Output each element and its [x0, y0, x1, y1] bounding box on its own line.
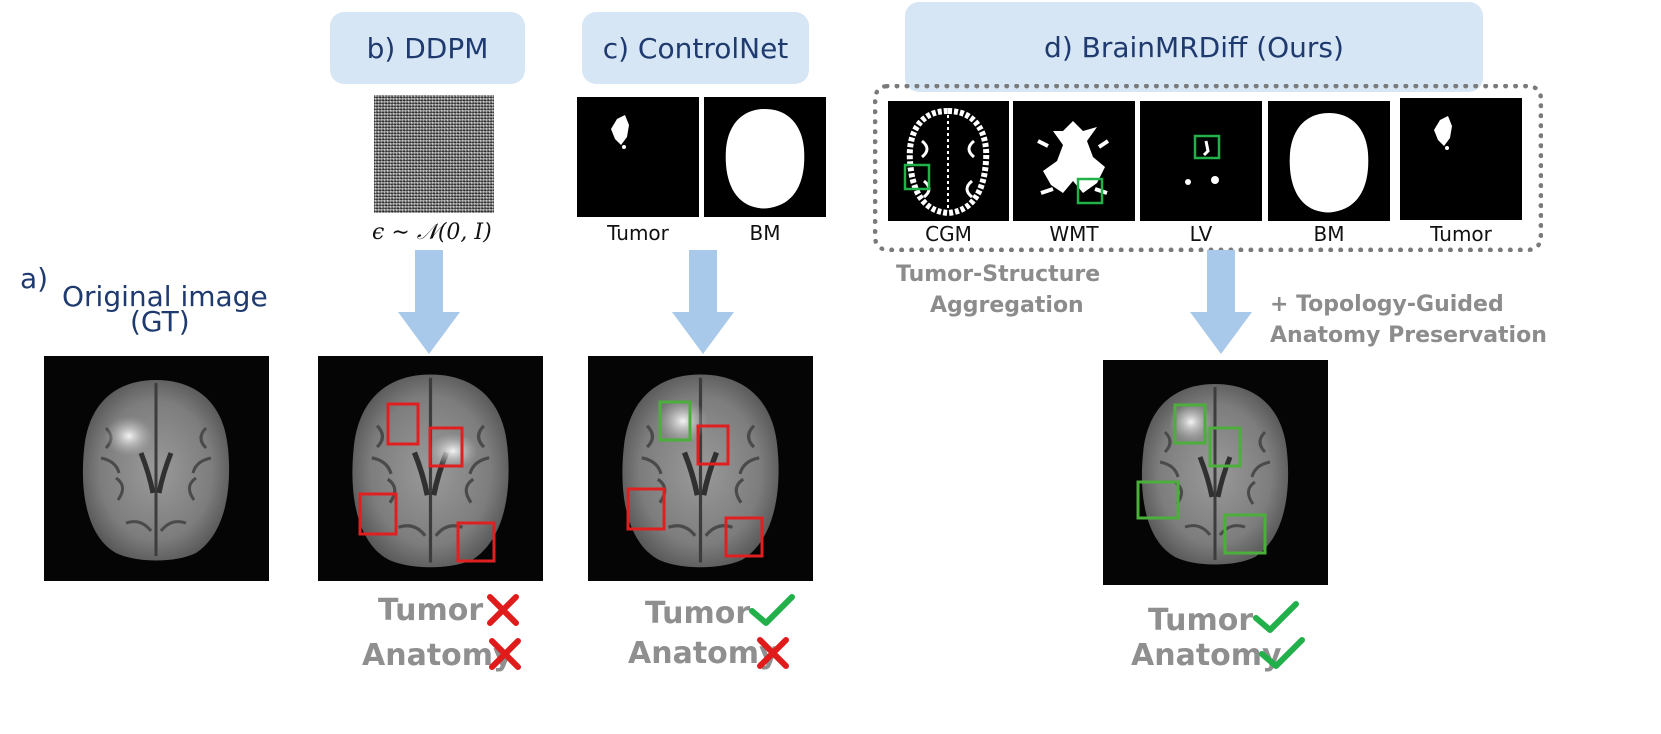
guidance-label-line1: + Topology-Guided [1270, 292, 1504, 317]
down-arrow-d [1190, 250, 1252, 354]
controlnet-tumor-mask [577, 97, 699, 217]
aggregation-label-line1: Tumor-Structure [896, 262, 1101, 287]
brainmrdiff-tumor-check-icon [1253, 601, 1299, 633]
aggregation-label-line2: Aggregation [930, 293, 1084, 318]
noise-distribution-label: ϵ ∼ 𝒩(0, I) [372, 220, 492, 245]
brainmrdiff-tumor-label: Tumor [1148, 603, 1254, 638]
controlnet-mask-label-tumor: Tumor [607, 221, 669, 245]
lv-mask [1140, 101, 1262, 221]
cgm-mask [888, 101, 1009, 221]
bm-mask [1268, 101, 1390, 221]
brainmrdiff-title: d) BrainMRDiff (Ours) [905, 2, 1483, 92]
ddpm-tumor-cross-icon [487, 594, 519, 626]
panel-a-title-line1: Original image [62, 280, 268, 313]
down-arrow-c [672, 250, 734, 354]
ddpm-title: b) DDPM [330, 12, 525, 84]
structure-masks-group [873, 84, 1543, 252]
controlnet-brain-mask [704, 97, 826, 217]
gaussian-noise-image [374, 95, 494, 213]
controlnet-mask-label-bm: BM [749, 221, 781, 245]
tumor-mask [1400, 98, 1522, 220]
controlnet-title: c) ControlNet [582, 12, 809, 84]
mask-label-cgm: CGM [925, 222, 972, 246]
brainmrdiff-generated-mri [1103, 360, 1328, 585]
controlnet-anatomy-cross-icon [757, 637, 789, 669]
mask-label-wmt: WMT [1049, 222, 1099, 246]
controlnet-generated-mri [588, 356, 813, 581]
panel-a-label: a) [20, 262, 49, 295]
controlnet-anatomy-label: Anatomy [628, 636, 779, 671]
mask-label-bm: BM [1313, 222, 1345, 246]
ddpm-tumor-label: Tumor [378, 593, 484, 628]
ddpm-generated-mri [318, 356, 543, 581]
ddpm-anatomy-label: Anatomy [362, 638, 513, 673]
mask-label-tumor: Tumor [1430, 222, 1492, 246]
down-arrow-b [398, 250, 460, 354]
panel-a-title-line2: (GT) [130, 305, 190, 338]
ddpm-anatomy-cross-icon [489, 638, 521, 670]
brainmrdiff-anatomy-label: Anatomy [1131, 638, 1282, 673]
controlnet-tumor-check-icon [749, 594, 795, 626]
mask-label-lv: LV [1189, 222, 1213, 246]
guidance-label-line2: Anatomy Preservation [1270, 323, 1547, 348]
wmt-mask [1013, 101, 1135, 221]
brainmrdiff-anatomy-check-icon [1259, 637, 1305, 669]
controlnet-tumor-label: Tumor [645, 596, 751, 631]
original-mri-image [44, 356, 269, 581]
